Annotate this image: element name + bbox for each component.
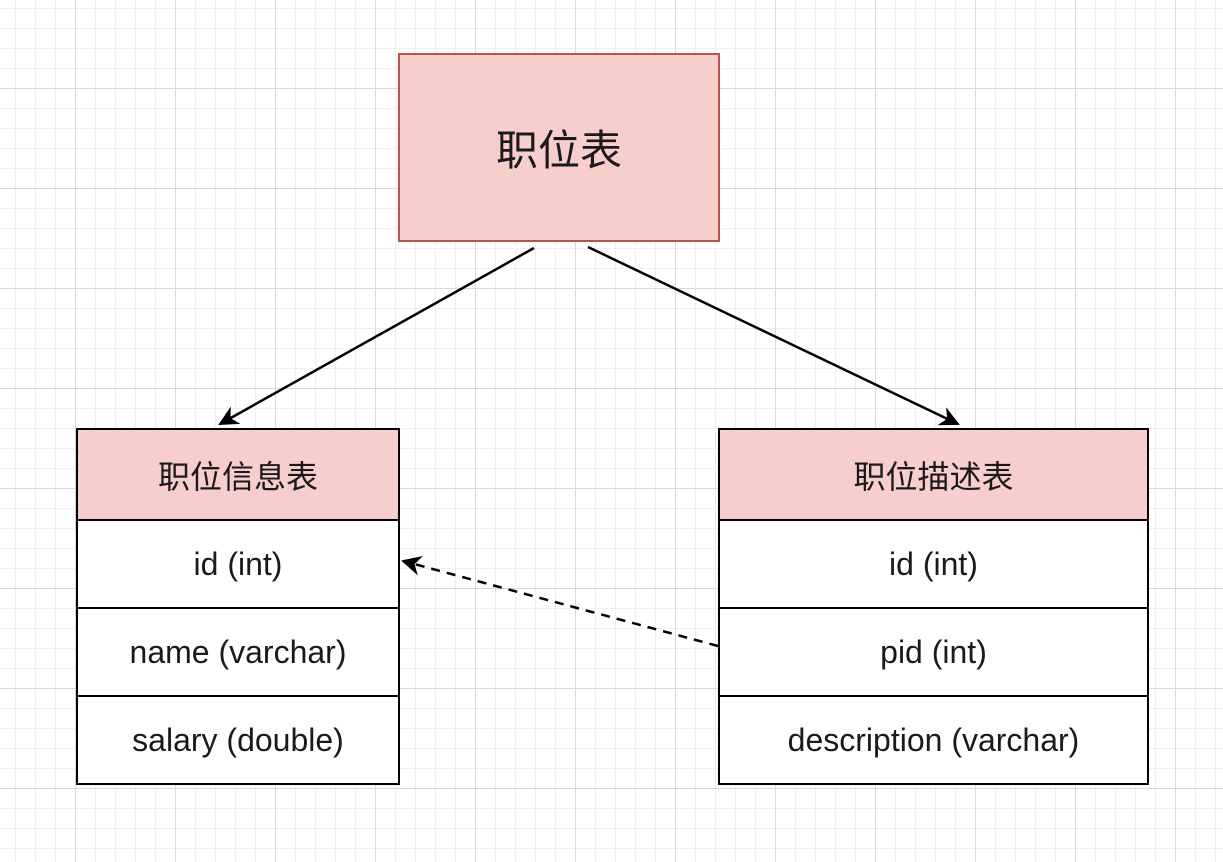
table-row-pid[interactable]: pid (int) [720, 609, 1147, 697]
field-label: description (varchar) [787, 721, 1080, 758]
field-label: pid (int) [880, 633, 987, 670]
field-label: name (varchar) [129, 633, 347, 670]
table-title: 职位信息表 [157, 457, 318, 496]
table-row-description[interactable]: description (varchar) [720, 697, 1147, 783]
arrow-root-to-desc-table [587, 245, 960, 426]
table-row-name[interactable]: name (varchar) [78, 609, 398, 697]
field-label: id (int) [889, 545, 978, 582]
table-header: 职位描述表 [720, 430, 1147, 521]
position-description-table[interactable]: 职位描述表 id (int) pid (int) description (va… [718, 428, 1149, 785]
root-table-node[interactable]: 职位表 [398, 53, 720, 242]
field-label: id (int) [193, 545, 283, 582]
table-row-salary[interactable]: salary (double) [78, 697, 398, 783]
position-info-table[interactable]: 职位信息表 id (int) name (varchar) salary (do… [76, 428, 400, 785]
table-title: 职位描述表 [853, 457, 1014, 496]
table-header: 职位信息表 [78, 430, 398, 521]
arrow-root-to-info-table [218, 246, 535, 426]
field-label: salary (double) [132, 721, 344, 758]
root-table-label: 职位表 [495, 126, 622, 175]
table-row-id[interactable]: id (int) [720, 521, 1147, 609]
table-row-id[interactable]: id (int) [78, 521, 398, 609]
dashed-arrow-pid-to-id [401, 556, 719, 648]
